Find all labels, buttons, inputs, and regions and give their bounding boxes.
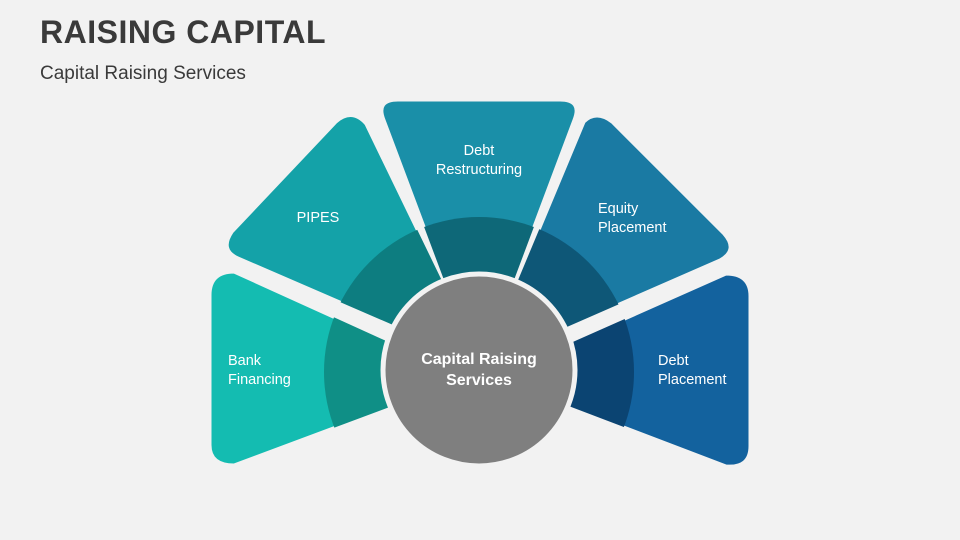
label-line: Restructuring: [436, 162, 522, 178]
page-title: RAISING CAPITAL: [40, 14, 327, 50]
page-subtitle: Capital Raising Services: [40, 63, 246, 84]
segment-inner-band: [324, 272, 395, 465]
label-line: Services: [446, 372, 512, 389]
label-line: Placement: [598, 220, 667, 236]
segment-inner-band: [381, 217, 577, 280]
label-line: Bank: [228, 353, 262, 369]
label-line: Placement: [658, 372, 727, 388]
label-line: Equity: [598, 201, 639, 217]
segment-label-pipes: PIPES: [297, 210, 340, 226]
label-line: Capital Raising: [421, 351, 537, 368]
label-line: Financing: [228, 372, 291, 388]
label-line: Debt: [658, 353, 689, 369]
label-line: Debt: [464, 143, 495, 159]
segment-pipes: PIPES: [225, 114, 446, 330]
center-circle: [380, 271, 578, 469]
segment-inner-band: [566, 274, 634, 467]
